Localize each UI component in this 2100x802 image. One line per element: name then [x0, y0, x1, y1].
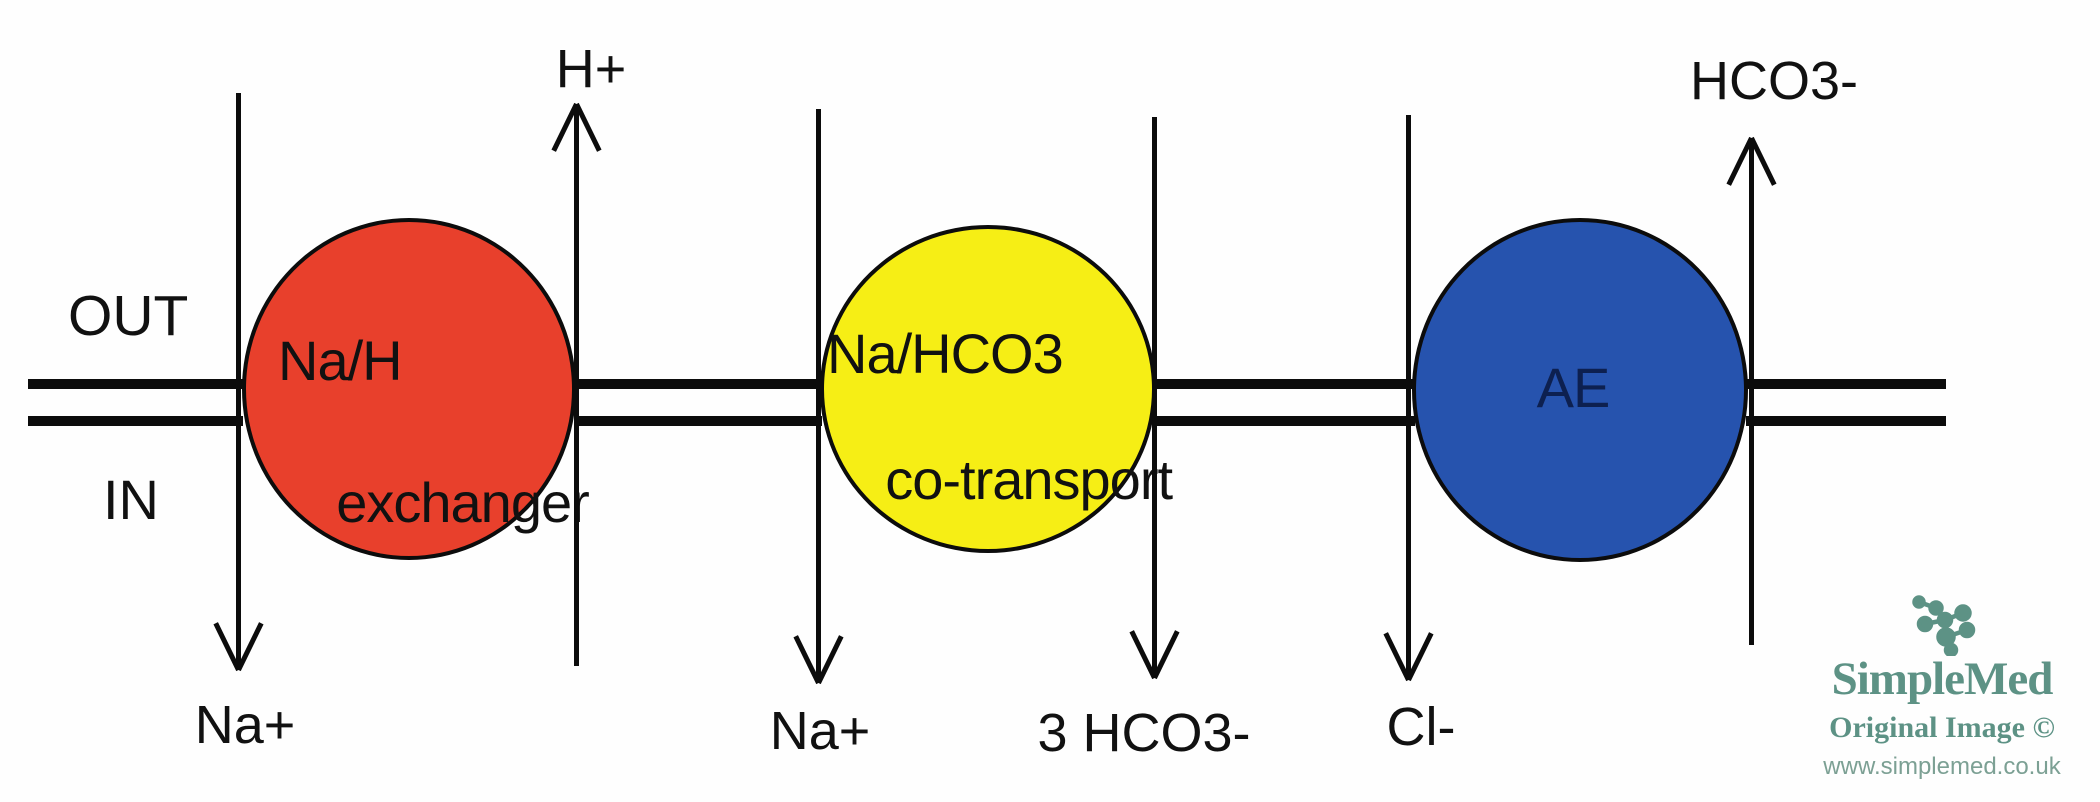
membrane-segment	[1154, 379, 1415, 426]
cl-in-arrow	[1382, 115, 1436, 682]
inside-label: IN	[103, 468, 159, 531]
arrow-shaft	[1749, 140, 1754, 645]
na-h-exchanger-circle	[242, 218, 576, 560]
arrow-shaft	[816, 109, 821, 681]
na-in-arrow-middle	[792, 109, 846, 685]
watermark-brand: SimpleMed	[1831, 653, 2054, 705]
hco3-3-label: 3 HCO3-	[1037, 703, 1251, 763]
na-label-left: Na+	[194, 695, 296, 755]
membrane-segment	[1746, 379, 1946, 426]
hco3-out-arrow	[1725, 136, 1779, 645]
na-h-exchanger-label: Na/H exchanger	[278, 325, 590, 538]
hco3-in-arrow	[1128, 117, 1182, 680]
membrane-segment	[575, 379, 822, 426]
watermark-notice: Original Image ©	[1829, 711, 2055, 744]
hco3-out-label: HCO3-	[1689, 51, 1859, 111]
membrane-outer-line	[575, 379, 822, 389]
membrane-outer-line	[1746, 379, 1946, 389]
membrane-inner-line	[1746, 416, 1946, 426]
simplemed-logo-icon	[1912, 595, 1976, 656]
na-hco3-line2: co-transport	[885, 448, 1173, 511]
membrane-segment	[28, 379, 243, 426]
membrane-inner-line	[575, 416, 822, 426]
simplemed-watermark: SimpleMed Original Image © www.simplemed…	[1800, 594, 2084, 779]
na-h-exchanger-line2: exchanger	[336, 471, 590, 534]
anion-exchanger-label: AE	[1536, 356, 1611, 419]
membrane-inner-line	[1154, 416, 1415, 426]
anion-exchanger-circle	[1412, 218, 1748, 562]
na-hco3-cotransport-label: Na/HCO3 co-transport	[827, 322, 1173, 511]
membrane-outer-line	[28, 379, 243, 389]
membrane-inner-line	[28, 416, 243, 426]
cl-label: Cl-	[1386, 697, 1456, 757]
na-hco3-line1: Na/HCO3	[827, 322, 1064, 385]
arrow-shaft	[574, 106, 579, 666]
h-out-arrow	[550, 102, 604, 666]
membrane-outer-line	[1154, 379, 1415, 389]
na-h-exchanger-line1: Na/H	[278, 329, 403, 392]
arrow-shaft	[1406, 115, 1411, 678]
h-label: H+	[555, 39, 627, 99]
na-in-arrow-left	[212, 93, 266, 672]
na-hco3-cotransport-circle	[820, 225, 1156, 553]
arrow-shaft	[1152, 117, 1157, 676]
outside-label: OUT	[68, 284, 189, 348]
arrow-shaft	[236, 93, 241, 668]
watermark-url: www.simplemed.co.uk	[1823, 753, 2061, 780]
na-label-middle: Na+	[769, 701, 871, 761]
